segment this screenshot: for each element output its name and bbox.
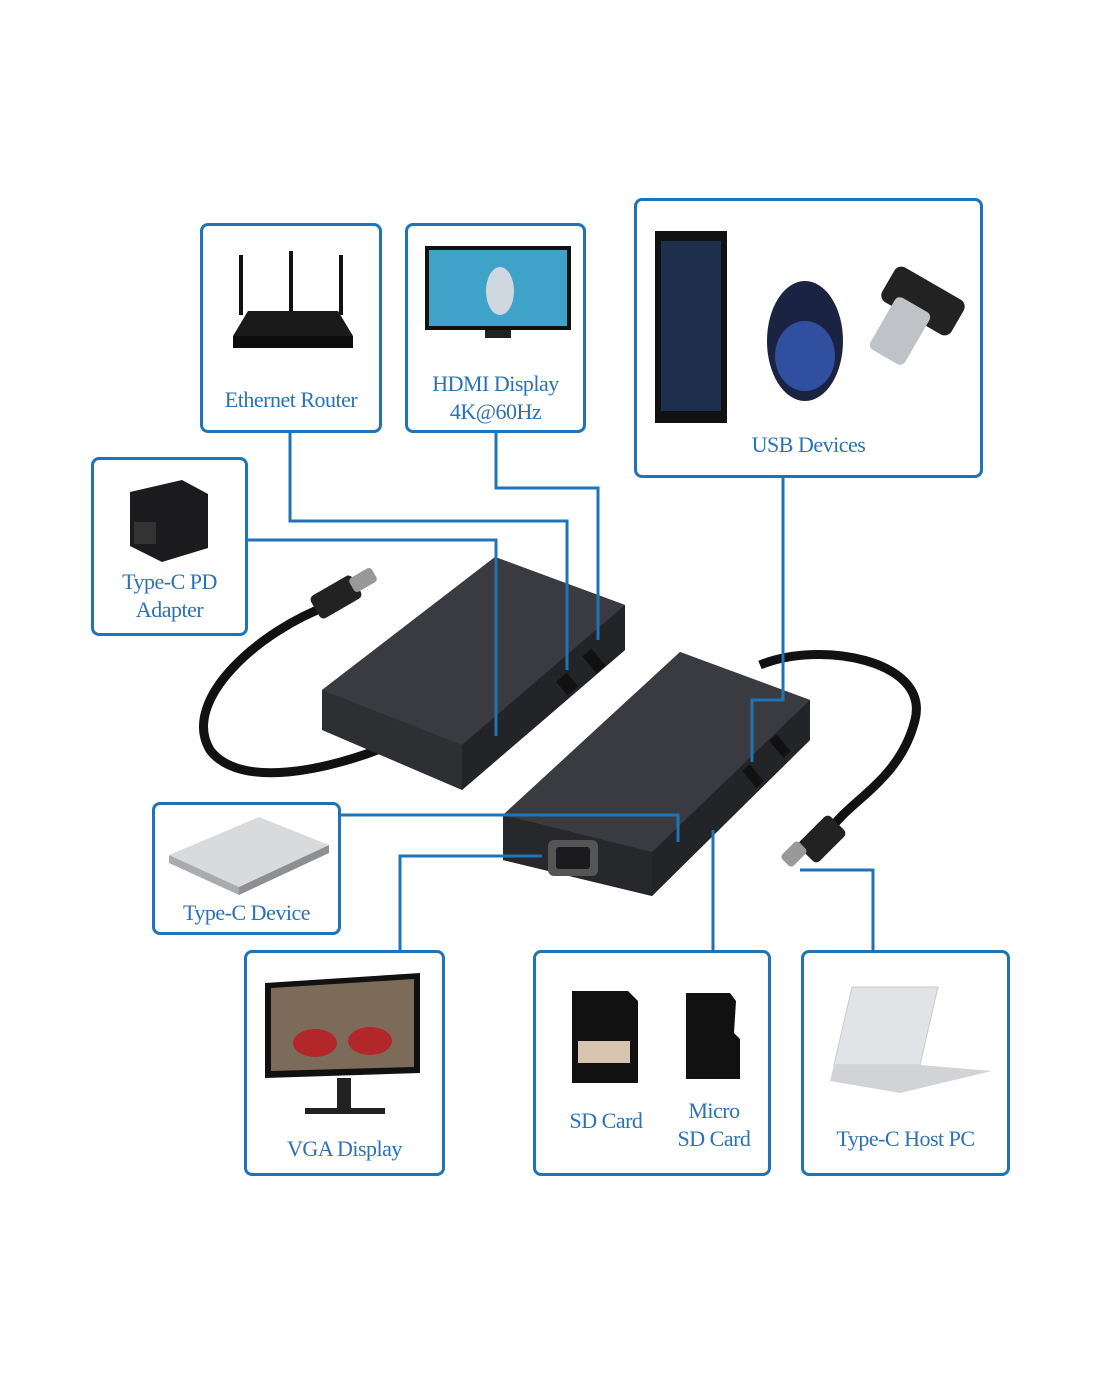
monitor-icon — [425, 246, 571, 338]
ethernet-router-box: Ethernet Router — [200, 223, 382, 433]
ssd-icon — [169, 817, 329, 895]
type-c-pd-adapter-box: Type-C PD Adapter — [91, 457, 248, 636]
connector-lines — [247, 432, 875, 950]
hdmi-display-label-line1: HDMI Display — [432, 371, 559, 396]
sd-card-box: SD Card Micro SD Card — [533, 950, 771, 1176]
hdmi-display-box: HDMI Display 4K@60Hz — [405, 223, 586, 433]
vga-display-box: VGA Display — [244, 950, 445, 1176]
usb-c-plug-left — [310, 568, 377, 619]
laptop-icon — [830, 986, 992, 1093]
hdmi-display-label-line2: 4K@60Hz — [449, 399, 542, 424]
hub-module-left — [322, 557, 625, 790]
micro-sd-label-line2: SD Card — [677, 1126, 751, 1151]
monitor-icon — [265, 973, 420, 1114]
type-c-host-pc-label: Type-C Host PC — [836, 1126, 975, 1151]
micro-sd-label-line1: Micro — [688, 1098, 740, 1123]
hub-module-right — [503, 652, 810, 896]
micro-sd-icon — [686, 993, 740, 1079]
usb-devices-icon — [655, 231, 965, 423]
cable-right — [758, 650, 921, 833]
power-adapter-icon — [130, 480, 208, 562]
sd-card-label: SD Card — [569, 1108, 643, 1133]
type-c-device-label: Type-C Device — [183, 900, 310, 925]
type-c-host-pc-box: Type-C Host PC — [801, 950, 1010, 1176]
usb-devices-label: USB Devices — [751, 432, 866, 457]
ethernet-router-label: Ethernet Router — [224, 387, 358, 412]
type-c-device-box: Type-C Device — [152, 802, 341, 935]
vga-display-label: VGA Display — [287, 1136, 402, 1161]
usb-devices-box: USB Devices — [634, 198, 983, 478]
type-c-pd-label-line2: Adapter — [135, 597, 204, 622]
sd-card-icon — [572, 991, 638, 1083]
type-c-pd-label-line1: Type-C PD — [122, 569, 217, 594]
router-icon — [233, 251, 353, 348]
cable-left — [199, 600, 392, 778]
usb-c-plug-right — [781, 815, 846, 867]
